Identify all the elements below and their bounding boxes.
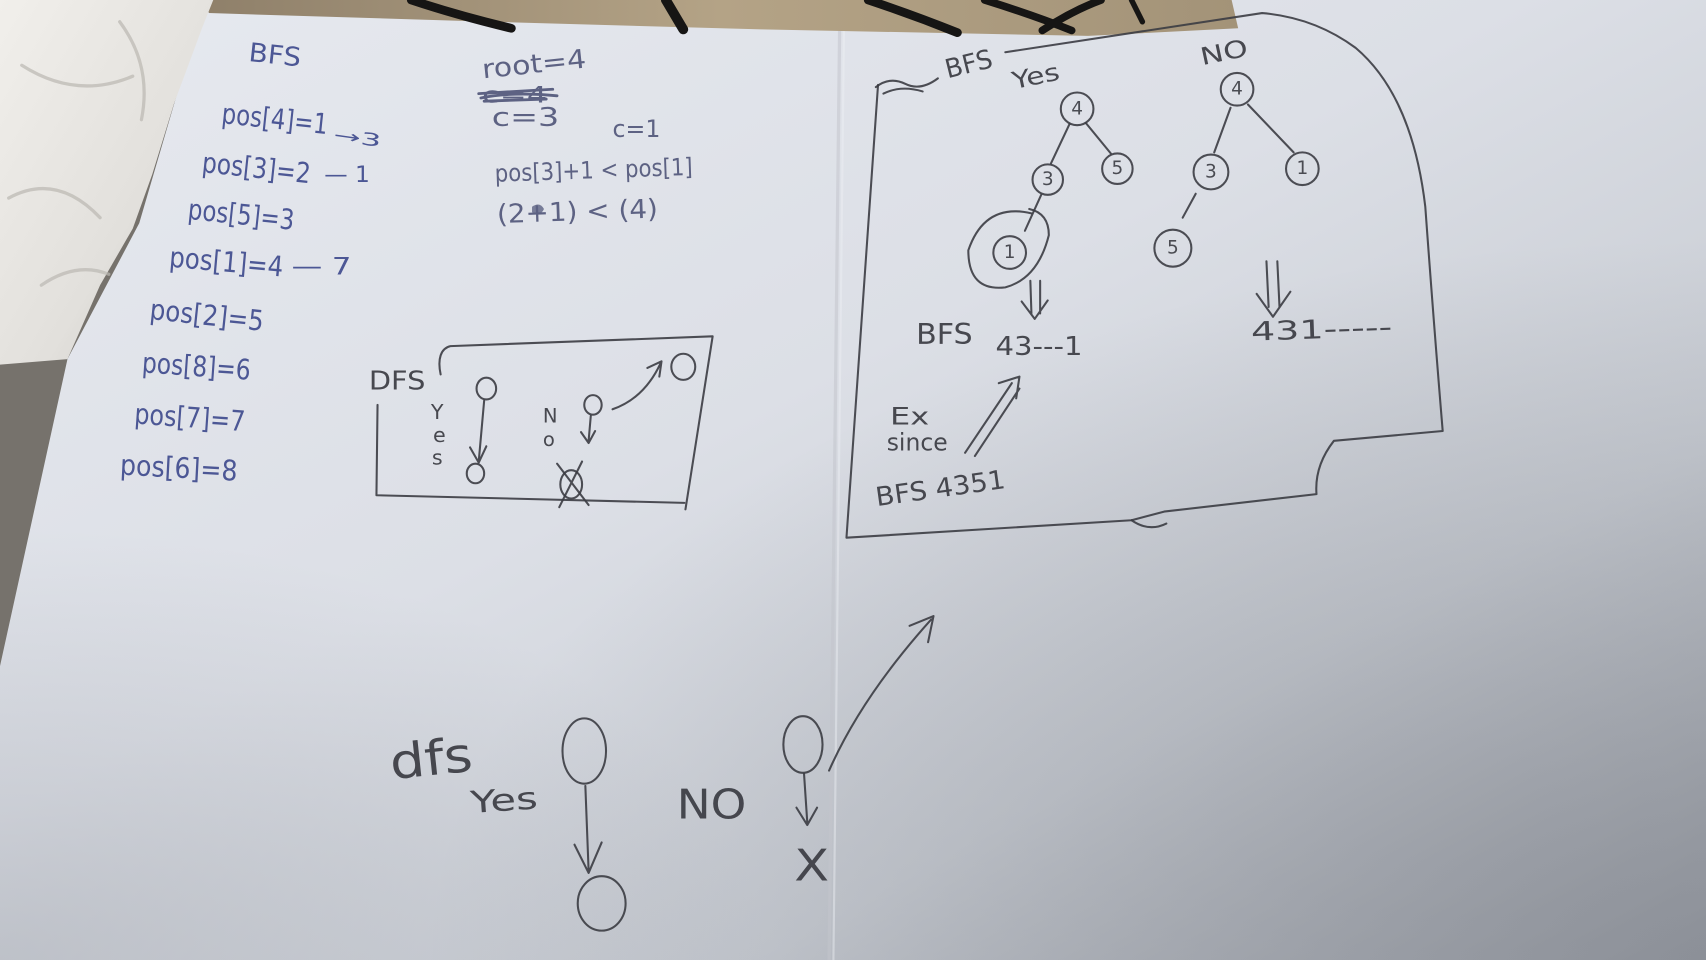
dfs-sketch-yes-label: Yes bbox=[468, 781, 539, 821]
yes-start-node bbox=[561, 717, 608, 785]
tree-edge bbox=[1023, 193, 1043, 232]
tree-edge bbox=[1246, 103, 1295, 154]
no-down-arrow bbox=[795, 772, 819, 827]
yes-order: 43---1 bbox=[996, 332, 1083, 362]
no-dead-end-node bbox=[559, 469, 584, 500]
ink-blot bbox=[532, 204, 545, 214]
jump-arrow bbox=[611, 360, 663, 411]
double-down-arrow bbox=[1255, 260, 1292, 318]
tissue-fold bbox=[118, 20, 146, 122]
bfs-box-squiggle bbox=[874, 77, 939, 95]
list-entry-note: — 1 bbox=[324, 163, 370, 188]
tissue-fold bbox=[20, 63, 135, 88]
cable bbox=[863, 0, 962, 38]
tissue-fold bbox=[39, 268, 111, 287]
double-down-arrow bbox=[1020, 279, 1049, 320]
tree-node-label: 4 bbox=[1071, 98, 1083, 119]
list-entry: pos[8]=6 bbox=[141, 346, 252, 387]
tree-node bbox=[1031, 163, 1065, 196]
yes-down-arrow bbox=[468, 399, 488, 464]
tree-node-label: 5 bbox=[1112, 158, 1124, 179]
no-letter: o bbox=[543, 428, 555, 451]
dfs-sketch-fail-mark: X bbox=[794, 842, 829, 892]
tree-node-label: 1 bbox=[1296, 158, 1308, 179]
dfs-box-title: DFS bbox=[369, 367, 426, 397]
yes-letter: Y bbox=[430, 400, 444, 424]
no-down-arrow bbox=[579, 414, 597, 445]
tree-edge bbox=[1181, 192, 1197, 219]
yes-start-node bbox=[475, 376, 498, 401]
c-left-value: c=3 bbox=[492, 103, 559, 133]
substituted-expression: (2+1) < (4) bbox=[496, 195, 658, 231]
example-line: Ex bbox=[890, 402, 929, 430]
bfs-box: BFS Yes 4 3 5 1 BFS 43---1 NO 4 bbox=[845, 12, 1444, 539]
yes-order-label: BFS bbox=[916, 318, 973, 351]
page-crease bbox=[827, 0, 842, 960]
c-right-value: c=1 bbox=[613, 115, 661, 143]
cable bbox=[406, 0, 516, 33]
yes-letter: s bbox=[432, 446, 443, 470]
bfs-box-border bbox=[845, 12, 1444, 539]
tree-node bbox=[1153, 228, 1193, 268]
tree-node bbox=[1059, 91, 1095, 127]
list-entry: pos[6]=8 bbox=[119, 449, 238, 488]
bfs-position-list: BFS pos[4]=1 →3 pos[3]=2 — 1 pos[5]=3 po… bbox=[119, 38, 382, 488]
root-calculation: root=4 c=4 c=3 c=1 pos[3]+1 < pos[1] (2+… bbox=[477, 45, 693, 231]
tree-node-label: 5 bbox=[1167, 238, 1179, 259]
table-edge-top bbox=[204, 0, 1239, 36]
tree-node bbox=[992, 235, 1028, 270]
cables bbox=[406, 0, 1146, 38]
tree-node-label: 3 bbox=[1042, 169, 1054, 190]
bfs-box-bottom-mark bbox=[1130, 519, 1168, 529]
tree-node-label: 1 bbox=[1004, 242, 1016, 263]
list-heading: BFS bbox=[247, 38, 302, 73]
tree-edge bbox=[1084, 121, 1112, 155]
tree-node bbox=[1192, 153, 1230, 191]
no-tree: NO 4 3 1 5 431----- bbox=[1153, 34, 1393, 348]
tree-node-label: 4 bbox=[1231, 79, 1243, 100]
no-start-node bbox=[782, 715, 824, 774]
node-highlight-loop bbox=[967, 207, 1050, 289]
tree-node bbox=[1101, 152, 1134, 185]
dfs-sketch: dfs Yes NO X bbox=[387, 615, 935, 932]
tree-node bbox=[1284, 151, 1320, 187]
yes-down-arrow bbox=[573, 784, 603, 874]
list-entry: pos[7]=7 bbox=[133, 397, 246, 438]
cable bbox=[980, 0, 1076, 35]
tree-edge bbox=[1049, 123, 1071, 165]
tree-node bbox=[1219, 71, 1255, 107]
cable bbox=[660, 0, 689, 35]
strike-through bbox=[477, 87, 559, 103]
dfs-box: DFS Y e s N o bbox=[369, 335, 714, 511]
dfs-sketch-no-label: NO bbox=[677, 780, 747, 828]
no-order: 431----- bbox=[1250, 313, 1392, 348]
tissue-folds bbox=[7, 20, 146, 287]
page-crease-highlight bbox=[832, 0, 846, 960]
cable bbox=[1128, 0, 1146, 25]
example-arrow bbox=[964, 375, 1021, 458]
no-dead-end-cross bbox=[556, 460, 590, 509]
tissue-fold bbox=[7, 186, 102, 220]
no-start-node bbox=[583, 394, 603, 416]
tissue bbox=[0, 0, 214, 365]
list-entry-note: — 7 bbox=[292, 252, 352, 280]
jump-arrow bbox=[828, 615, 935, 772]
cable bbox=[1038, 0, 1105, 35]
tree-edge bbox=[1213, 106, 1232, 154]
tree-node-label: 3 bbox=[1205, 161, 1217, 182]
dfs-box-border bbox=[375, 335, 714, 511]
dfs-sketch-title: dfs bbox=[387, 728, 475, 791]
condition-expression: pos[3]+1 < pos[1] bbox=[494, 153, 693, 188]
yes-end-node bbox=[576, 875, 627, 932]
yes-letter: e bbox=[433, 423, 446, 447]
no-letter: N bbox=[543, 404, 558, 427]
yes-end-node bbox=[465, 462, 486, 485]
example-line: since bbox=[887, 429, 948, 457]
jump-target-node bbox=[670, 352, 697, 381]
